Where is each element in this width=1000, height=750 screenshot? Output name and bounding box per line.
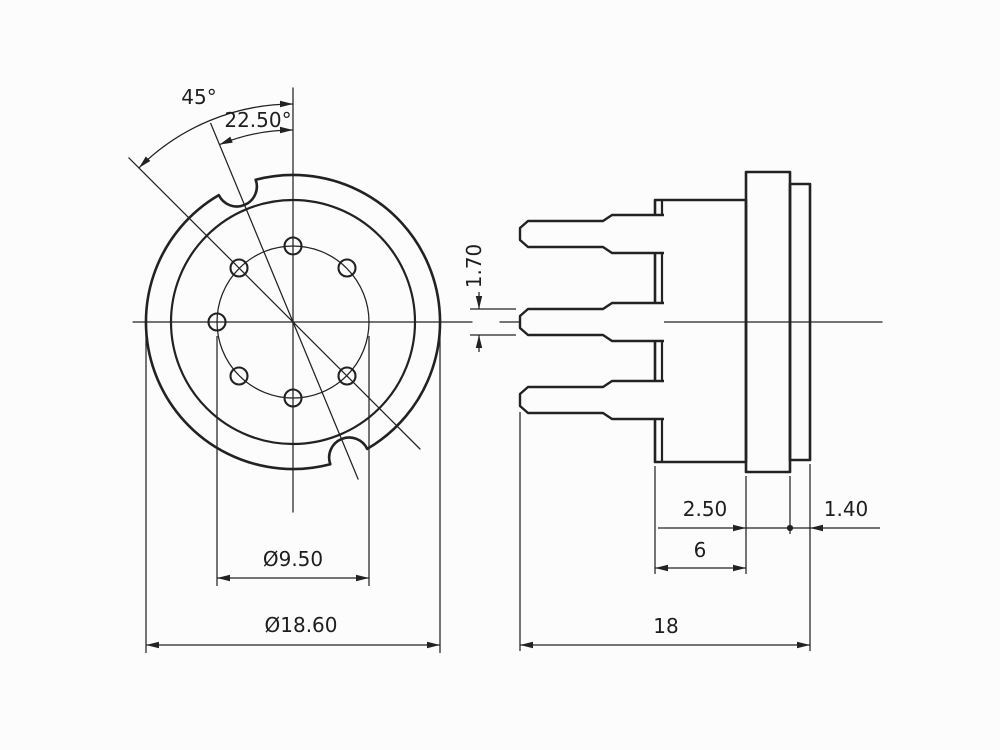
side-view: 1.70 2.50 1.40 6 [462,170,883,651]
pin-bottom [518,379,664,421]
pin-hole-lower-left [229,366,249,386]
dim-angle-45-label: 45° [181,85,216,109]
pin-hole-top [283,236,303,256]
construction-line-22deg [210,122,359,480]
solder-pins [518,213,664,421]
construction-line-45deg [128,157,421,450]
pin-holes [207,236,357,408]
dimension-arc-22-50 [219,126,294,146]
dim-pin-thickness-label: 1.70 [462,244,486,289]
pin-top [518,213,664,255]
dim-overall-length-label: 18 [653,614,678,638]
dimension-angle-45: 45° [138,85,294,169]
dimension-angle-22-50: 22.50° [219,108,294,146]
pin-hole-left [207,312,227,332]
dim-angle-22-50-label: 22.50° [224,108,291,132]
pin-hole-bottom [283,388,303,408]
dimension-outer-diameter: Ø18.60 [145,332,441,653]
dimension-overall-length: 18 [519,412,810,651]
dimension-pin-thickness: 1.70 [462,244,516,352]
inner-circle [169,198,417,446]
dimension-body-length: 6 [654,466,746,574]
outer-circle-with-notches [144,173,442,471]
front-view: 45° 22.50° Ø9.50 Ø18.60 [128,85,473,653]
pin-hole-upper-left [229,258,249,278]
pin-hole-upper-right [337,258,357,278]
dim-outer-diameter-label: Ø18.60 [265,613,338,637]
dimension-pin-circle-diameter: Ø9.50 [216,336,370,586]
dim-lip-thickness-label: 1.40 [824,497,869,521]
dimension-dot-terminator [786,524,794,532]
socket-body [653,198,748,464]
pin-middle [518,301,664,343]
dim-pin-circle-label: Ø9.50 [263,547,323,571]
skirt-lip [788,182,812,462]
dimension-arc-45 [138,100,294,169]
dim-body-length-label: 6 [694,538,707,562]
dimension-skirt-and-lip: 2.50 1.40 [658,464,880,651]
pin-pitch-circle [216,245,370,399]
pin-hole-lower-right [337,366,357,386]
dim-skirt-thickness-label: 2.50 [683,497,728,521]
